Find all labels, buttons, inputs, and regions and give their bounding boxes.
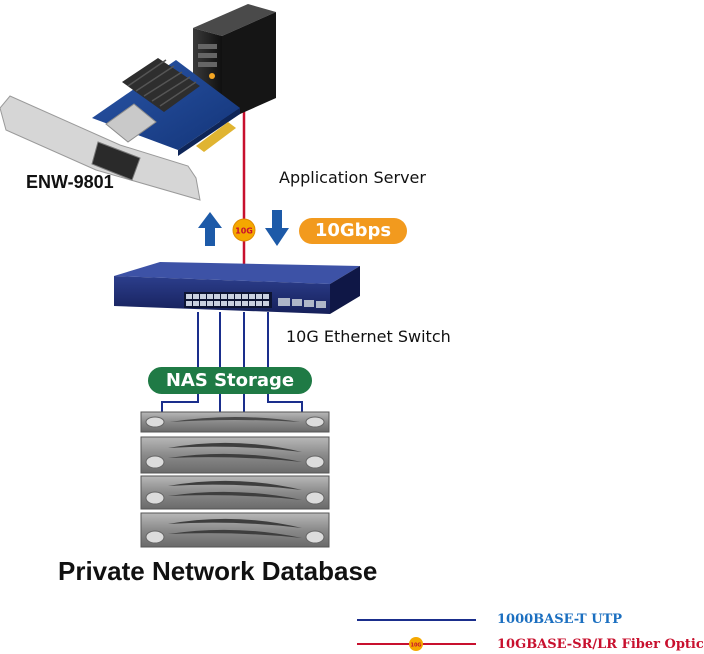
legend-fiber-badge-label: 10G bbox=[410, 643, 421, 649]
switch-label: 10G Ethernet Switch bbox=[286, 327, 451, 346]
speed-badge: 10Gbps bbox=[299, 218, 407, 244]
server-label: Application Server bbox=[279, 168, 426, 187]
legend: 10G bbox=[357, 619, 476, 651]
fiber-badge-label: 10G bbox=[235, 227, 253, 236]
nas-unit bbox=[140, 512, 330, 548]
download-arrow-icon bbox=[265, 210, 289, 246]
nas-storage-stack bbox=[140, 411, 330, 548]
nas-unit bbox=[140, 475, 330, 510]
nas-storage-badge: NAS Storage bbox=[148, 367, 312, 394]
ethernet-switch-icon bbox=[114, 262, 360, 314]
card-model-label: ENW-9801 bbox=[26, 172, 114, 192]
network-card-icon bbox=[0, 58, 240, 201]
nas-unit bbox=[140, 436, 330, 474]
legend-fiber-badge-icon: 10G bbox=[409, 637, 423, 651]
upload-arrow-icon bbox=[198, 212, 222, 246]
legend-fiber-label: 10GBASE-SR/LR Fiber Optic bbox=[497, 637, 704, 652]
legend-utp-label: 1000BASE-T UTP bbox=[497, 612, 623, 627]
diagram-title: Private Network Database bbox=[58, 556, 378, 586]
utp-links bbox=[161, 312, 303, 412]
fiber-badge-icon: 10G bbox=[232, 218, 256, 242]
nas-unit bbox=[140, 411, 330, 433]
